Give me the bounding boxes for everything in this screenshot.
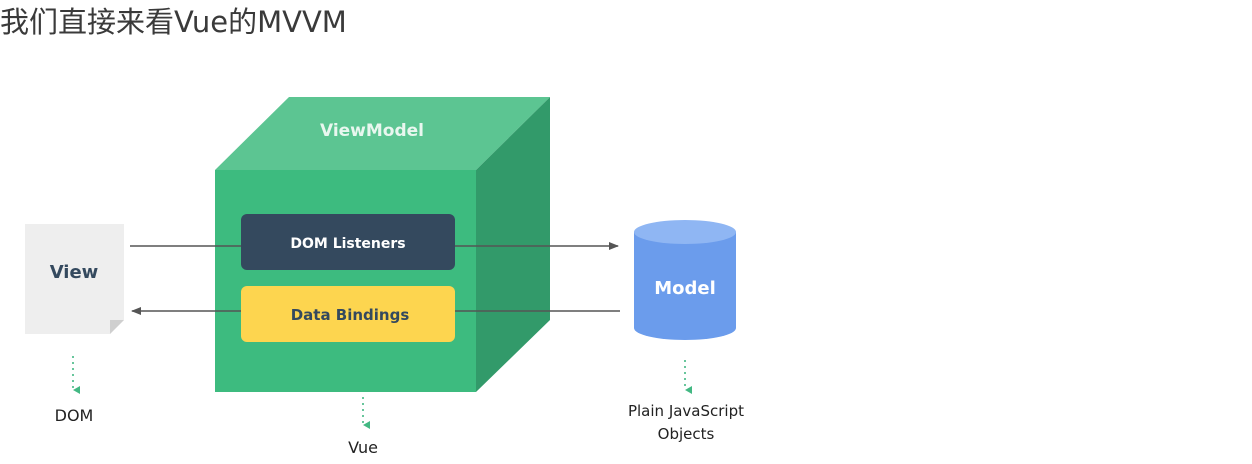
model-label: Model [654,278,716,299]
dom-listeners-box: DOM Listeners [241,214,455,270]
viewmodel-cube-front [215,170,476,392]
page-title: 我们直接来看Vue的MVVM [0,5,347,39]
viewmodel-cube: ViewModel [215,97,550,392]
view-document-shape [25,224,124,334]
viewmodel-label: ViewModel [320,121,424,141]
dom-listeners-label: DOM Listeners [290,236,405,252]
model-cylinder-top [634,220,736,244]
model-cylinder: Model [634,220,736,340]
vue-label: Vue [348,438,378,457]
dom-label: DOM [55,406,94,425]
viewmodel-cube-top [215,97,550,170]
plain-js-label-line2: Objects [658,425,715,443]
dom-listeners-rect [241,214,455,270]
data-bindings-rect [241,286,455,342]
view-label: View [50,262,99,283]
model-cylinder-body [634,232,736,340]
data-bindings-box: Data Bindings [241,286,455,342]
data-bindings-label: Data Bindings [291,306,410,324]
view-document-fold [110,320,124,334]
view-document: View [25,224,124,334]
viewmodel-cube-side [476,97,550,392]
plain-js-label-line1: Plain JavaScript [628,402,744,420]
